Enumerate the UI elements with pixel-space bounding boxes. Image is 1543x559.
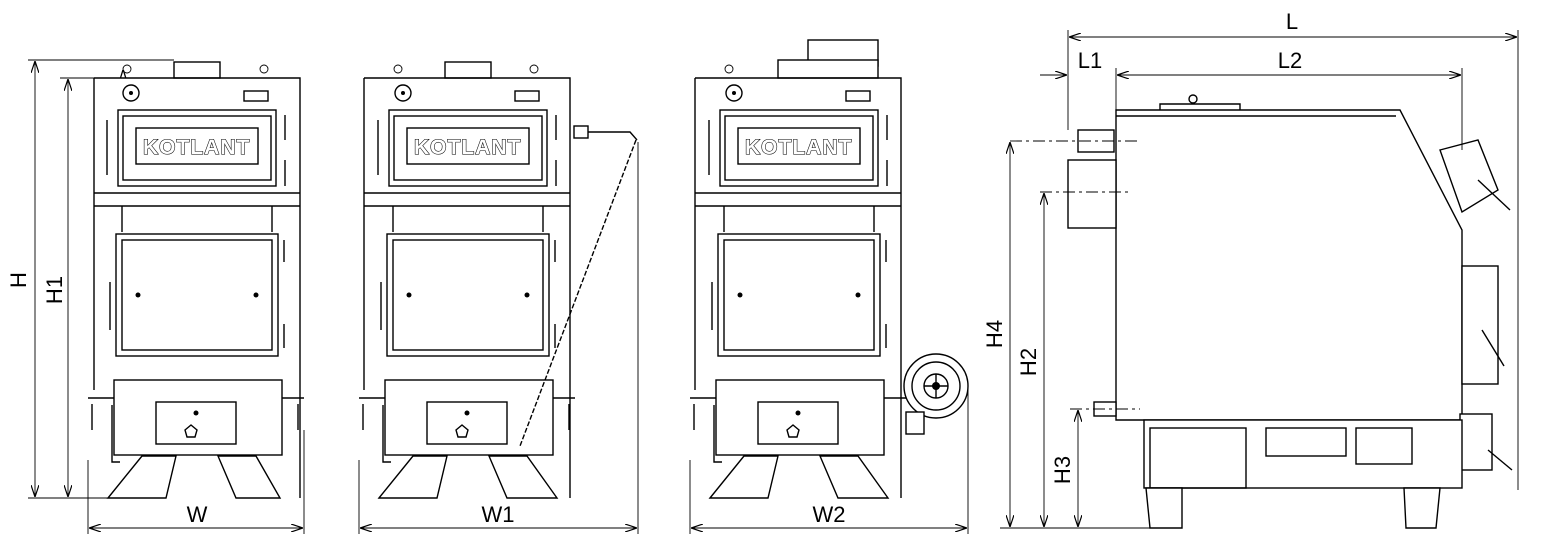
loading-door: [719, 109, 879, 187]
lifting-eye-icon: ∧: [118, 65, 128, 81]
dim-label-l1: L1: [1078, 48, 1102, 73]
dimensions-front-2: W1: [358, 142, 639, 534]
dim-label-h3: H3: [1050, 456, 1075, 484]
leg-left: [708, 455, 779, 499]
thermoregulator: [573, 125, 589, 139]
cleaning-door: [384, 379, 554, 456]
label-plate: [243, 90, 269, 102]
damper-knob-icon: [184, 424, 198, 438]
dim-label-w2: W2: [813, 502, 846, 527]
boiler-body-side: [1115, 109, 1463, 421]
ash-door: [717, 233, 881, 357]
front-view-1: ∧ KOTLANT: [88, 61, 304, 499]
middle-door-side: [1461, 265, 1499, 385]
leg-rear: [1145, 487, 1183, 529]
dim-label-w: W: [187, 502, 208, 527]
dim-label-h1: H1: [42, 276, 67, 304]
loading-door: [117, 109, 277, 187]
brand-logo: KOTLANT: [143, 136, 250, 159]
dim-label-l2: L2: [1278, 48, 1302, 73]
cleaning-door: [113, 379, 283, 456]
flue-spigot: [1067, 159, 1117, 229]
dimensions-front-3: W2: [689, 390, 969, 534]
dim-label-l: L: [1286, 9, 1298, 34]
blower-fan-icon: [903, 353, 969, 435]
leg-right: [216, 455, 282, 499]
leg-left: [106, 455, 177, 499]
thermometer-icon: [122, 84, 140, 102]
dim-label-h4: H4: [982, 320, 1007, 348]
dim-label-w1: W1: [482, 502, 515, 527]
leg-right: [487, 455, 559, 499]
ash-door: [115, 233, 279, 357]
flue-outlet: [173, 61, 221, 79]
dimensions-side: L L1 L2 H4 H2 H3: [982, 9, 1519, 529]
cleaning-door: [715, 379, 885, 456]
flue-outlet: [444, 61, 492, 79]
brand-logo: KOTLANT: [414, 136, 521, 159]
front-view-2: KOTLANT: [359, 61, 638, 499]
upper-door-side: [1439, 139, 1499, 214]
ash-door: [386, 233, 550, 357]
dimensions-front-1: H H1 W: [6, 59, 305, 534]
leg-left: [377, 455, 448, 499]
leg-front: [1403, 487, 1441, 529]
loading-door: [388, 109, 548, 187]
front-view-3: KOTLANT: [690, 39, 969, 499]
side-view: [1010, 94, 1513, 529]
lower-door-side: [1459, 413, 1493, 471]
damper-chain: [519, 139, 637, 447]
dim-label-h: H: [6, 272, 31, 288]
dim-label-h2: H2: [1016, 348, 1041, 376]
brand-logo: KOTLANT: [745, 136, 852, 159]
base-frame: [1143, 419, 1463, 489]
leg-right: [818, 455, 890, 499]
